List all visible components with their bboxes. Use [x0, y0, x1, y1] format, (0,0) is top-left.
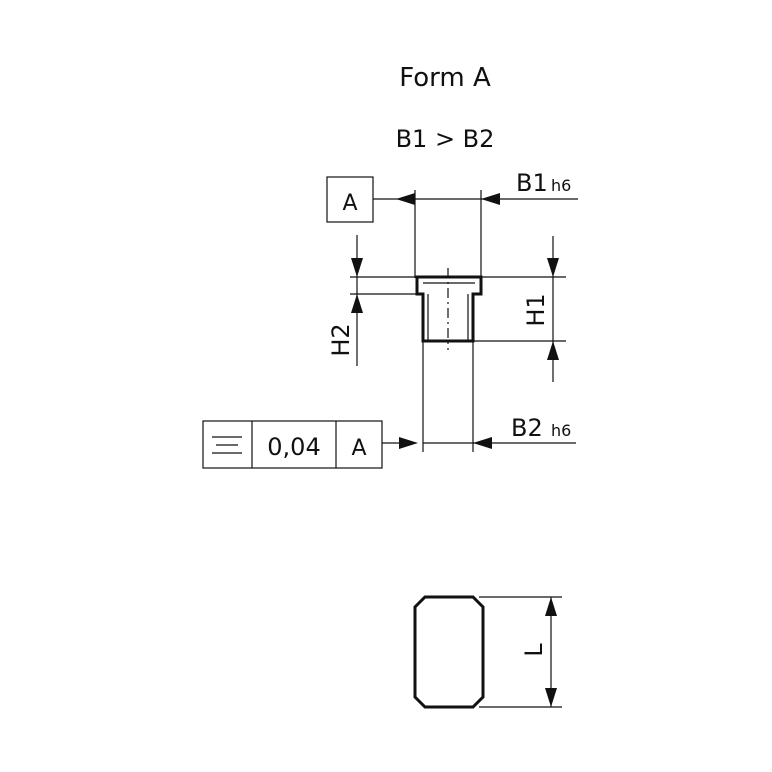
h1-label: H1 — [522, 293, 550, 326]
part-top-view — [413, 595, 485, 709]
datum-a-label: A — [342, 191, 357, 216]
part-side-view — [415, 268, 483, 350]
datum-a-box: A — [326, 176, 415, 223]
l-arrow-top — [545, 597, 557, 616]
h2-dimension: H2 — [327, 235, 417, 366]
b2-tolerance: h6 — [551, 421, 571, 440]
fcf-arrow — [399, 437, 418, 449]
b2-dimension: B2 h6 — [422, 341, 576, 452]
l-dimension: L — [479, 596, 562, 708]
datum-a-arrow — [396, 193, 415, 205]
fcf-datum: A — [351, 436, 366, 461]
h2-arrow-top — [351, 258, 363, 277]
form-title: Form A — [399, 63, 491, 93]
b1-label: B1 — [516, 169, 548, 197]
b1-tolerance: h6 — [551, 176, 571, 195]
condition-text: B1 > B2 — [396, 125, 495, 153]
b2-arrow — [473, 437, 492, 449]
h1-arrow-top — [547, 258, 559, 277]
b1-dimension: B1 h6 — [414, 169, 578, 278]
h2-label: H2 — [327, 323, 355, 356]
tolerance-value: 0,04 — [267, 433, 320, 461]
h1-arrow-bottom — [547, 341, 559, 360]
b1-arrow — [481, 193, 500, 205]
symmetry-icon — [212, 436, 242, 454]
l-label: L — [520, 643, 548, 657]
h2-arrow-bottom — [351, 294, 363, 313]
h1-dimension: H1 — [473, 236, 566, 382]
l-arrow-bottom — [545, 688, 557, 707]
feature-control-frame: 0,04 A — [202, 420, 418, 469]
b2-label: B2 — [511, 414, 543, 442]
